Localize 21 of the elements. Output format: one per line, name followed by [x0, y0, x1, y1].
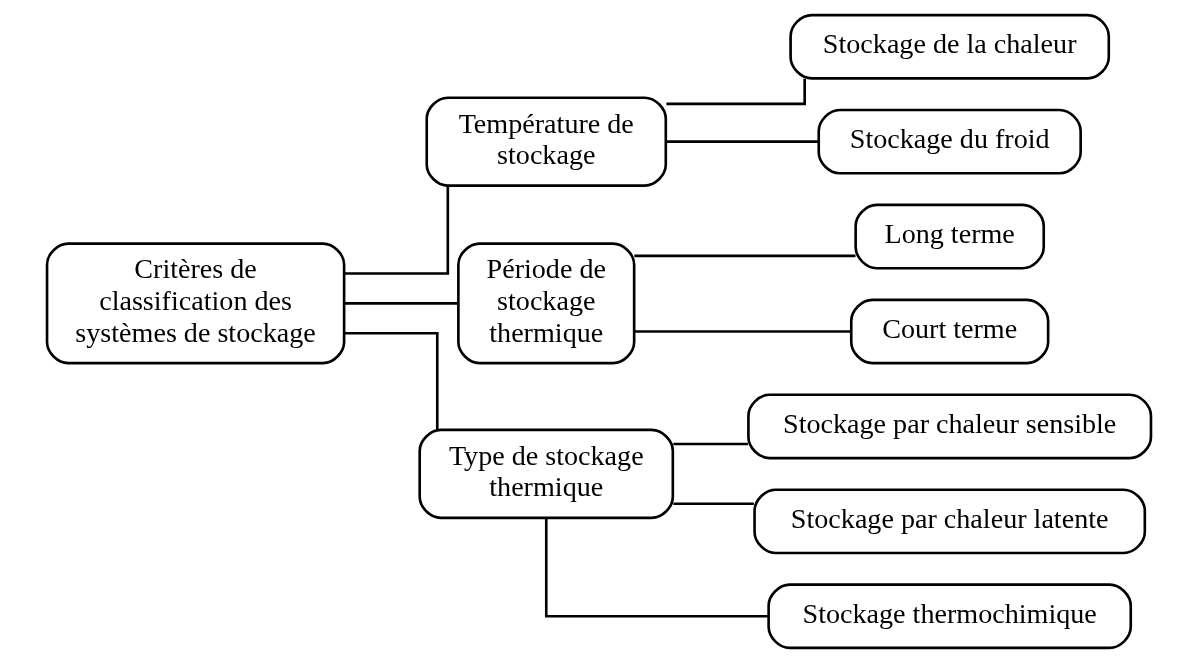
node-box: Stockage de la chaleur [788, 13, 1110, 80]
connector [672, 502, 754, 506]
connector [665, 140, 818, 143]
node-box: Type de stockage thermique [417, 428, 674, 520]
node-box: Stockage du froid [816, 108, 1082, 175]
connector [633, 330, 851, 333]
node-box: Période de stockage thermique [456, 242, 635, 365]
connector [544, 518, 769, 618]
connector [665, 78, 806, 106]
node-box: Stockage par chaleur latente [752, 488, 1146, 555]
connector [633, 254, 855, 258]
node-box: Critères de classification des systèmes de stockage [45, 242, 345, 365]
connector [672, 442, 748, 446]
node-box: Stockage thermochimique [766, 583, 1132, 650]
node-box: Température de stockage [424, 96, 667, 187]
connector [344, 186, 449, 275]
node-box: Long terme [853, 203, 1045, 270]
connector [344, 331, 439, 430]
node-box: Court terme [849, 298, 1049, 365]
connector [343, 302, 458, 305]
node-box: Stockage par chaleur sensible [746, 393, 1152, 460]
